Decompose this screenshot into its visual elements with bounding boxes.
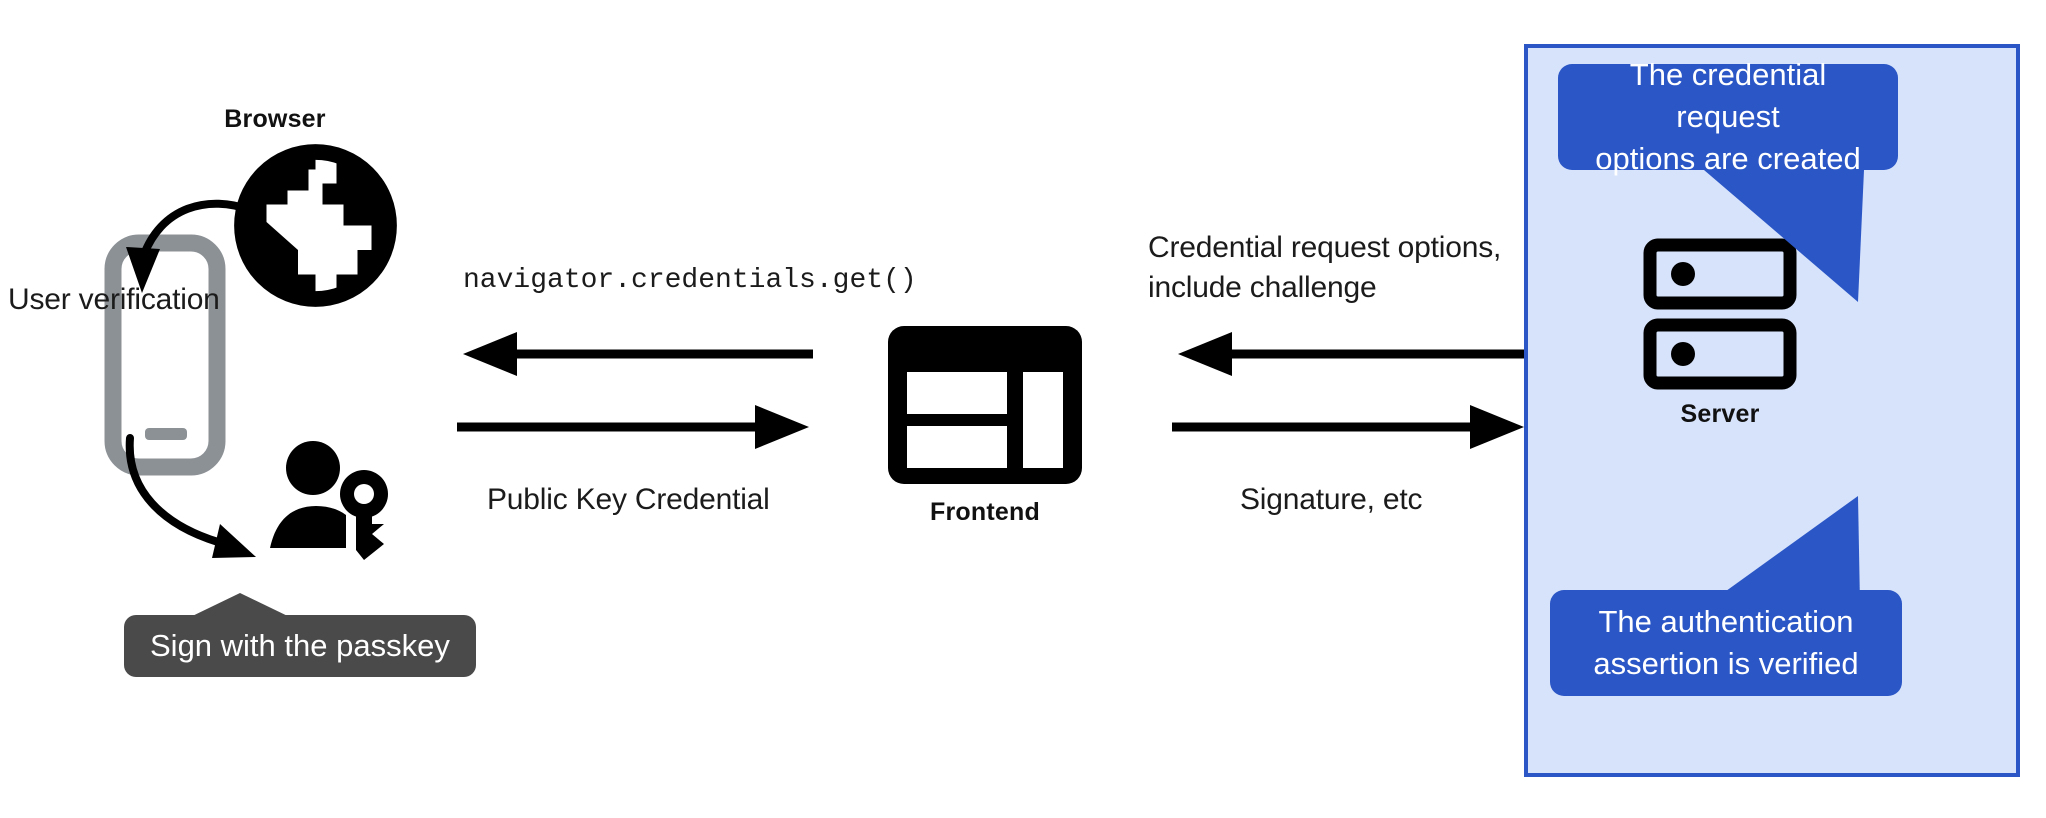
public-key-credential-label: Public Key Credential (487, 483, 770, 516)
phone-icon (104, 234, 226, 476)
assertion-verified-pointer (1668, 468, 1888, 608)
curved-arrow-icon (108, 430, 298, 580)
credential-request-options-label: Credential request options, include chal… (1148, 231, 1502, 304)
globe-icon (228, 138, 403, 313)
arrow-left-icon (1170, 332, 1530, 376)
sign-passkey-pointer (122, 591, 322, 623)
browser-label: Browser (224, 105, 326, 133)
curved-arrow-icon (100, 175, 280, 315)
arrow-right-icon (1170, 405, 1530, 449)
window-layout-icon (888, 326, 1082, 484)
signature-etc-label: Signature, etc (1240, 483, 1423, 516)
user-verification-label: User verification (8, 283, 220, 316)
navigator-credentials-get-label: navigator.credentials.get() (463, 265, 917, 296)
arrow-right-icon (455, 405, 815, 449)
server-panel: The credential request options are creat… (1524, 44, 2020, 777)
assertion-verified-callout: The authentication assertion is verified (1550, 590, 1902, 696)
sign-passkey-callout: Sign with the passkey (124, 615, 476, 677)
options-created-pointer (1668, 166, 1888, 306)
frontend-label: Frontend (930, 498, 1040, 526)
server-rack-icon (1643, 238, 1797, 390)
arrow-left-icon (455, 332, 815, 376)
server-label: Server (1680, 400, 1760, 428)
options-created-callout: The credential request options are creat… (1558, 57, 1898, 176)
person-with-key-icon (268, 440, 398, 560)
